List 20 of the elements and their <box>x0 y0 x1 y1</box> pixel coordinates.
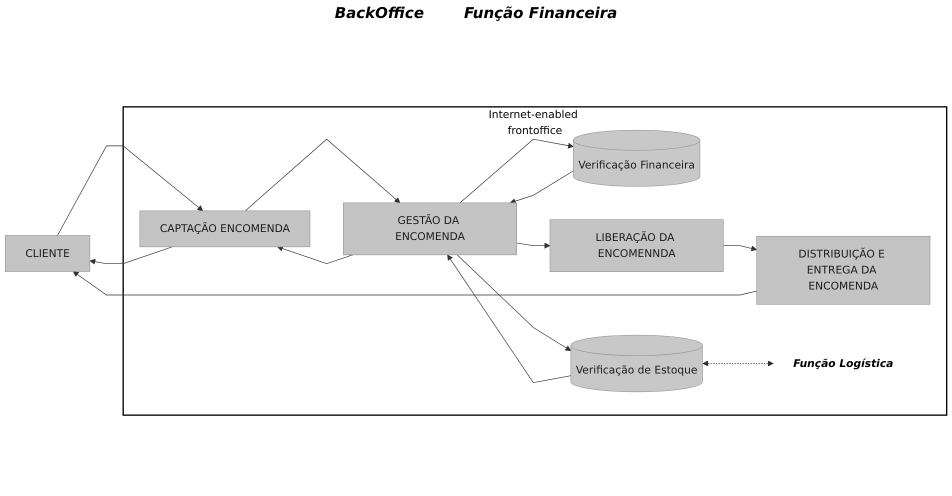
node-box: CLIENTE <box>5 235 90 272</box>
arrow <box>723 245 757 252</box>
region-label: Função Financeira <box>464 4 618 22</box>
arrow <box>72 271 757 296</box>
node-text: Função Logística <box>793 356 894 370</box>
node-box: LIBERAÇÃO DA ENCOMENNDA <box>550 219 724 272</box>
node-box: GESTÃO DA ENCOMENDA <box>342 202 517 256</box>
arrow <box>57 146 204 236</box>
region-label: BackOffice <box>334 4 424 22</box>
arrow <box>447 254 572 384</box>
node-box: CAPTAÇÃO ENCOMENDA <box>140 210 310 248</box>
arrow <box>510 170 574 204</box>
arrow <box>456 254 572 352</box>
arrow <box>90 246 173 265</box>
arrow <box>277 246 354 264</box>
node-box: DISTRIBUIÇÃO E ENTREGA DA ENCOMENDA <box>756 236 930 305</box>
arrow <box>245 138 400 212</box>
arrow <box>516 242 550 249</box>
arrow <box>702 360 774 366</box>
arrow <box>460 138 574 204</box>
